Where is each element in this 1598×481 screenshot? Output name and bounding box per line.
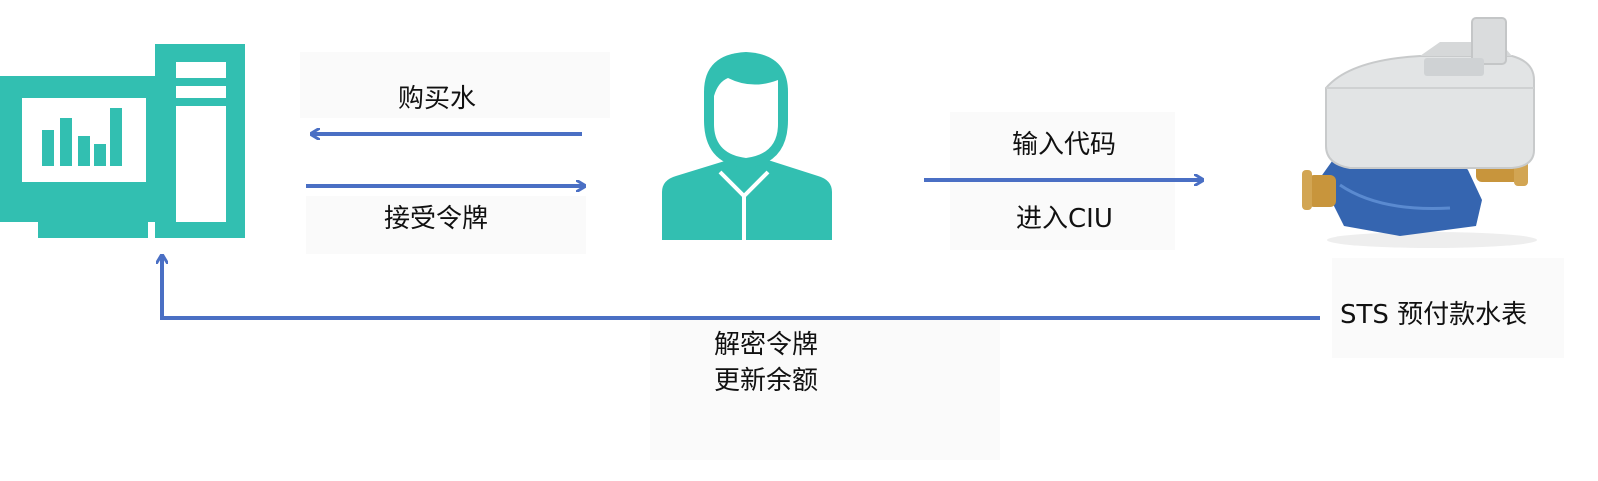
- receive-token-label: 接受令牌: [384, 204, 489, 234]
- buy-water-label: 购买水: [398, 84, 477, 114]
- enter-ciu-label: 进入CIU: [1016, 204, 1113, 234]
- decrypt-token-label: 解密令牌: [714, 330, 819, 360]
- computer-monitor-tower-icon: [0, 44, 245, 238]
- enter-code-label: 输入代码: [1012, 130, 1117, 160]
- meter-name-label: STS 预付款水表: [1340, 300, 1528, 330]
- meter-name-panel-bg: [1332, 258, 1564, 358]
- arrow-decrypt-return: [162, 256, 1320, 320]
- buy-water-panel-bg: [300, 52, 610, 118]
- user-person-icon: [662, 52, 832, 240]
- receive-token-panel-bg: [306, 196, 586, 254]
- update-balance-label: 更新余额: [714, 366, 819, 396]
- decrypt-panel-bg: [650, 320, 1000, 460]
- water-meter-image: [1302, 17, 1537, 248]
